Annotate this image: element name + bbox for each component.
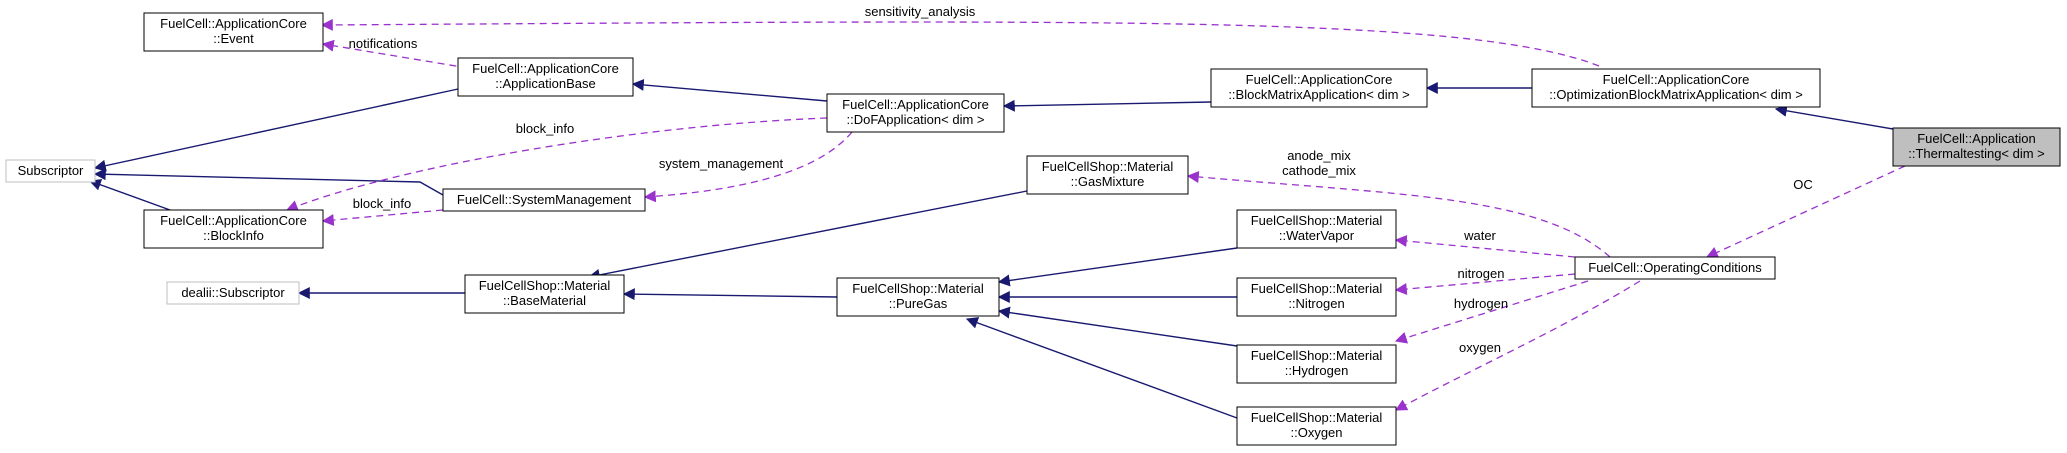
node-dealii-subscriptor-line1: dealii::Subscriptor — [181, 285, 285, 300]
node-oxygen-line2: ::Oxygen — [1290, 425, 1342, 440]
node-sysmgmt[interactable]: FuelCell::SystemManagement — [442, 188, 646, 212]
node-puregas-line2: ::PureGas — [889, 296, 948, 311]
edge-block-info-upper — [285, 117, 828, 212]
edge-system-management — [643, 131, 853, 203]
edge-appbase-to-subscriptor — [93, 88, 459, 172]
node-hydrogen-line1: FuelCellShop::Material — [1251, 348, 1383, 363]
label-system-management: system_management — [659, 156, 784, 171]
label-oc: OC — [1793, 177, 1813, 192]
node-dofapp-line1: FuelCell::ApplicationCore — [842, 97, 989, 112]
node-thermaltesting-line2: ::Thermaltesting< dim > — [1908, 146, 2045, 161]
edge-notifications — [321, 39, 481, 71]
node-nitrogen-line1: FuelCellShop::Material — [1251, 281, 1383, 296]
label-oxygen: oxygen — [1459, 340, 1501, 355]
label-sensitivity-analysis: sensitivity_analysis — [865, 4, 976, 19]
edge-dofapp-to-appbase — [631, 78, 828, 102]
node-event-line2: ::Event — [213, 31, 254, 46]
edge-block-info-lower — [321, 209, 444, 226]
edge-oxygen — [1394, 280, 1641, 411]
node-oxygen[interactable]: FuelCellShop::Material ::Oxygen — [1236, 406, 1397, 446]
node-subscriptor[interactable]: Subscriptor — [5, 159, 96, 183]
node-watervapor-line1: FuelCellShop::Material — [1251, 213, 1383, 228]
nodes: FuelCell::ApplicationCore ::Event Subscr… — [5, 12, 2061, 446]
edge-labels: sensitivity_analysis notifications block… — [349, 4, 1813, 355]
node-blockmatrixapp[interactable]: FuelCell::ApplicationCore ::BlockMatrixA… — [1210, 68, 1428, 108]
label-block-info-upper: block_info — [516, 121, 575, 136]
node-opconditions[interactable]: FuelCell::OperatingConditions — [1574, 256, 1776, 280]
edge-sensitivity-analysis — [320, 18, 1600, 67]
node-oxygen-line1: FuelCellShop::Material — [1251, 410, 1383, 425]
edge-oc — [1705, 165, 1906, 258]
node-gasmixture[interactable]: FuelCellShop::Material ::GasMixture — [1026, 155, 1189, 195]
label-block-info-lower: block_info — [353, 196, 412, 211]
node-blockinfo-line1: FuelCell::ApplicationCore — [160, 213, 307, 228]
inheritance-edges — [88, 78, 1894, 419]
node-thermaltesting[interactable]: FuelCell::Application ::Thermaltesting< … — [1892, 127, 2061, 167]
node-sysmgmt-line1: FuelCell::SystemManagement — [457, 192, 632, 207]
node-nitrogen-line2: ::Nitrogen — [1288, 296, 1344, 311]
node-puregas[interactable]: FuelCellShop::Material ::PureGas — [836, 277, 1000, 317]
node-thermaltesting-line1: FuelCell::Application — [1917, 131, 2036, 146]
label-notifications: notifications — [349, 36, 418, 51]
label-water: water — [1463, 228, 1496, 243]
node-dealii-subscriptor[interactable]: dealii::Subscriptor — [166, 281, 300, 305]
edge-blockinfo-to-subscriptor — [88, 179, 171, 211]
edge-water — [1394, 235, 1576, 258]
node-dofapp-line2: ::DoFApplication< dim > — [846, 112, 984, 127]
node-gasmixture-line2: ::GasMixture — [1071, 174, 1145, 189]
edge-nitrogen — [1394, 273, 1576, 296]
label-anode-mix: anode_mix — [1287, 148, 1351, 163]
edge-blockmatrixapp-to-dofapp — [1002, 99, 1212, 112]
node-hydrogen[interactable]: FuelCellShop::Material ::Hydrogen — [1236, 344, 1397, 384]
node-hydrogen-line2: ::Hydrogen — [1285, 363, 1349, 378]
node-subscriptor-line1: Subscriptor — [18, 163, 84, 178]
node-event[interactable]: FuelCell::ApplicationCore ::Event — [143, 12, 324, 52]
node-optblockmatrixapp-line1: FuelCell::ApplicationCore — [1603, 72, 1750, 87]
node-event-line1: FuelCell::ApplicationCore — [160, 16, 307, 31]
node-blockmatrixapp-line2: ::BlockMatrixApplication< dim > — [1228, 87, 1409, 102]
node-basematerial-line2: ::BaseMaterial — [503, 293, 586, 308]
node-appbase[interactable]: FuelCell::ApplicationCore ::ApplicationB… — [457, 57, 634, 97]
label-cathode-mix: cathode_mix — [1282, 163, 1356, 178]
edge-gasmixture-to-basematerial — [587, 190, 1028, 281]
label-nitrogen: nitrogen — [1458, 266, 1505, 281]
edge-sysmgmt-to-subscriptor — [93, 168, 444, 196]
edge-oxygen-to-puregas — [965, 317, 1238, 419]
node-watervapor-line2: ::WaterVapor — [1279, 228, 1355, 243]
edge-puregas-to-basematerial — [622, 288, 838, 301]
label-hydrogen: hydrogen — [1454, 296, 1508, 311]
node-gasmixture-line1: FuelCellShop::Material — [1042, 159, 1174, 174]
node-optblockmatrixapp[interactable]: FuelCell::ApplicationCore ::Optimization… — [1531, 68, 1821, 108]
node-nitrogen[interactable]: FuelCellShop::Material ::Nitrogen — [1236, 277, 1397, 317]
node-opconditions-line1: FuelCell::OperatingConditions — [1588, 260, 1762, 275]
node-dofapp[interactable]: FuelCell::ApplicationCore ::DoFApplicati… — [826, 93, 1005, 133]
node-appbase-line2: ::ApplicationBase — [495, 76, 595, 91]
node-puregas-line1: FuelCellShop::Material — [852, 281, 984, 296]
node-basematerial[interactable]: FuelCellShop::Material ::BaseMaterial — [464, 274, 625, 314]
edge-gas-mix — [1186, 170, 1611, 258]
node-blockmatrixapp-line1: FuelCell::ApplicationCore — [1246, 72, 1393, 87]
edge-hydrogen — [1394, 280, 1589, 344]
usage-edges — [285, 18, 1906, 411]
node-watervapor[interactable]: FuelCellShop::Material ::WaterVapor — [1236, 209, 1397, 249]
node-appbase-line1: FuelCell::ApplicationCore — [472, 61, 619, 76]
edge-hydrogen-to-puregas — [997, 306, 1238, 347]
edge-watervapor-to-puregas — [997, 247, 1238, 287]
node-basematerial-line1: FuelCellShop::Material — [479, 278, 611, 293]
node-blockinfo[interactable]: FuelCell::ApplicationCore ::BlockInfo — [143, 209, 324, 249]
edge-thermaltesting-to-optblockmatrixapp — [1774, 104, 1894, 130]
node-optblockmatrixapp-line2: ::OptimizationBlockMatrixApplication< di… — [1549, 87, 1803, 102]
node-blockinfo-line2: ::BlockInfo — [203, 228, 264, 243]
